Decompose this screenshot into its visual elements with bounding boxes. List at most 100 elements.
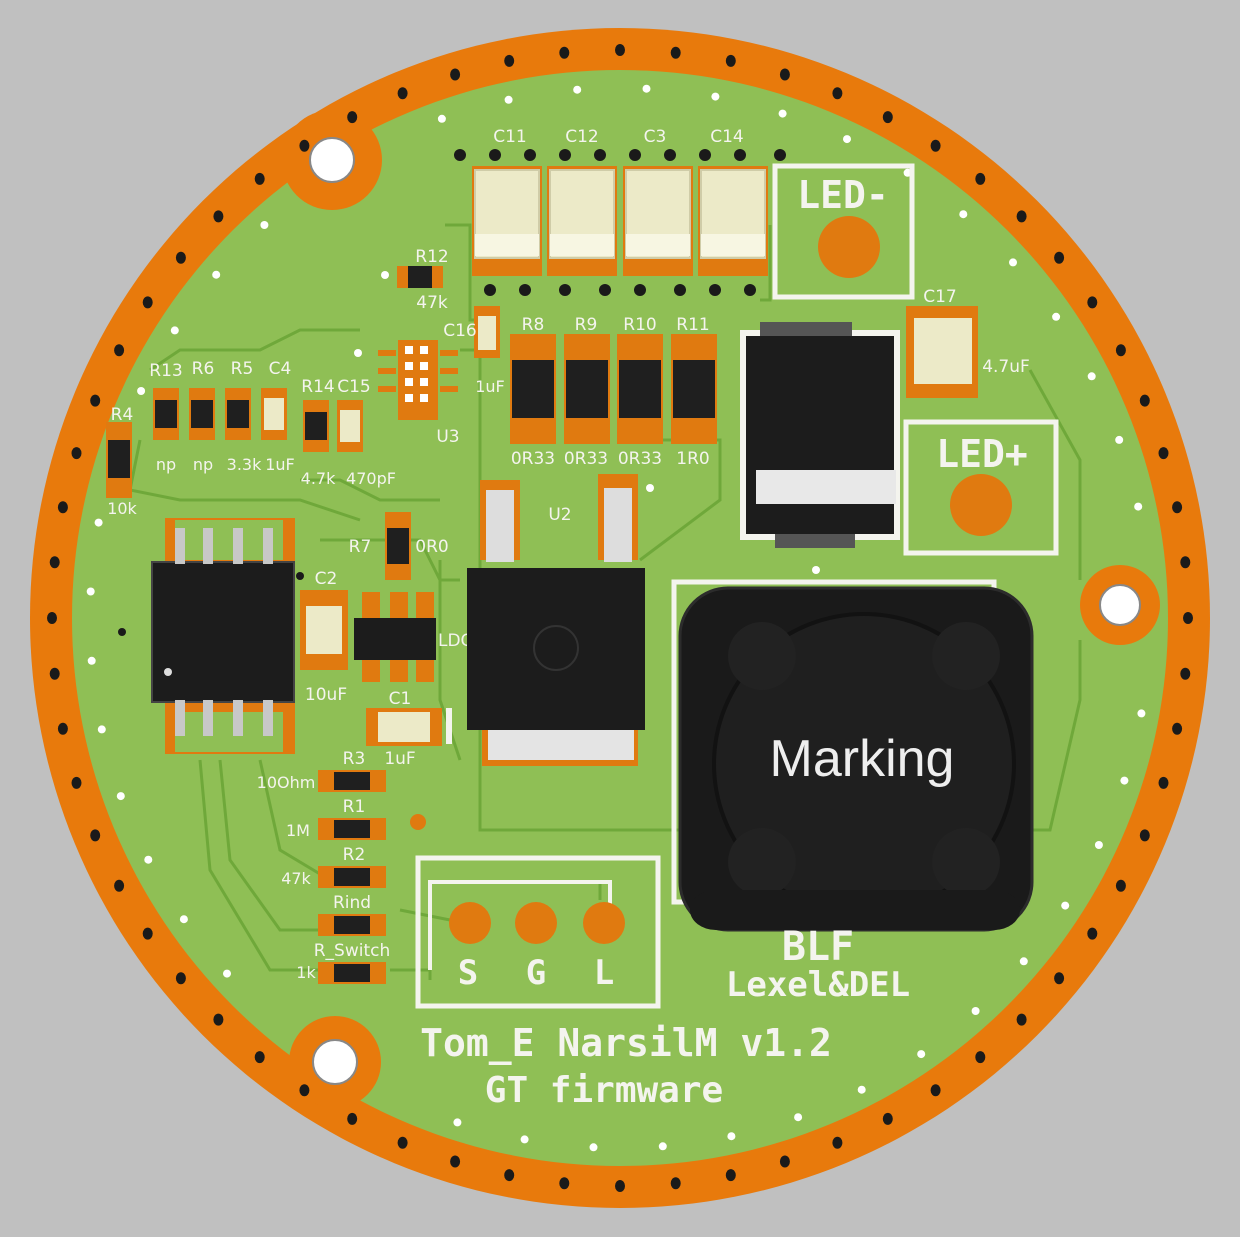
r4-resistor — [106, 422, 132, 498]
ring-via — [975, 172, 986, 185]
inner-via — [843, 135, 851, 144]
label-rind: Rind — [333, 893, 371, 913]
inner-via — [959, 210, 968, 219]
ring-via — [1180, 667, 1191, 680]
ring-via — [175, 251, 186, 264]
ring-via — [559, 1177, 570, 1190]
c2-capacitor — [300, 590, 348, 670]
ring-via — [90, 829, 101, 842]
r2-resistor — [318, 866, 386, 888]
led-minus-pad[interactable] — [772, 163, 915, 300]
label-c15-value: 470pF — [346, 469, 396, 488]
bulk-capacitor — [472, 166, 542, 276]
ring-via — [299, 139, 310, 152]
label-r6: R6 — [192, 359, 215, 379]
switch-pad-g[interactable] — [515, 902, 557, 944]
cap-via — [599, 284, 611, 296]
switch-pad-s[interactable] — [449, 902, 491, 944]
label-r3: R3 — [343, 749, 366, 769]
cap-via — [634, 284, 646, 296]
cap-via — [664, 149, 676, 161]
ring-via — [213, 1013, 224, 1026]
cap-via — [484, 284, 496, 296]
label-r-switch: R_Switch — [314, 941, 391, 961]
ring-via — [1016, 210, 1027, 223]
label-r1: R1 — [343, 797, 366, 817]
label-c4-value: 1uF — [265, 455, 295, 474]
inner-via — [1115, 435, 1124, 444]
ring-via — [71, 447, 82, 460]
r3-resistor — [318, 770, 386, 792]
ring-via — [930, 1084, 941, 1097]
via-dot — [646, 484, 654, 492]
r14-resistor — [303, 400, 329, 452]
sense-resistors — [510, 334, 717, 444]
ring-via — [725, 54, 736, 67]
ring-via — [670, 46, 681, 59]
led-plus-pad[interactable] — [903, 419, 1059, 556]
inductor-marking: Marking — [770, 730, 955, 788]
label-r7: R7 — [349, 537, 372, 557]
ring-via — [347, 1112, 358, 1125]
inner-via — [727, 1132, 736, 1141]
ring-via — [49, 667, 60, 680]
ring-via — [504, 1169, 515, 1182]
inner-via — [520, 1135, 529, 1144]
inner-via — [971, 1007, 980, 1015]
inner-via — [1094, 841, 1103, 849]
label-r5-value: 3.3k — [227, 455, 262, 474]
label-u3: U3 — [436, 427, 459, 447]
label-r1-value: 1M — [286, 821, 310, 840]
switch-connector — [415, 855, 661, 1009]
ring-via — [71, 776, 82, 789]
label-r11-value: 1R0 — [676, 449, 709, 469]
inner-via — [212, 270, 221, 279]
c1-capacitor — [366, 708, 452, 746]
inner-via — [1134, 502, 1143, 511]
inner-via — [711, 92, 720, 101]
ring-via — [254, 1051, 265, 1064]
inner-via — [1061, 901, 1070, 910]
bulk-capacitor — [623, 166, 693, 276]
switch-pad-l[interactable] — [583, 902, 625, 944]
ring-via — [1158, 776, 1169, 789]
label-r10-value: 0R33 — [618, 449, 662, 469]
ring-via — [1172, 722, 1183, 735]
ring-vias — [47, 44, 1193, 1192]
label-c2: C2 — [315, 569, 338, 589]
mounting-hole-top-left — [282, 110, 382, 210]
inner-via — [170, 326, 179, 335]
r5-resistor — [225, 388, 251, 440]
cap-via — [489, 149, 501, 161]
inner-via — [144, 855, 153, 864]
label-r12-value: 47k — [416, 293, 448, 313]
ring-via — [397, 87, 408, 100]
label-r2-value: 47k — [281, 869, 311, 888]
inner-via — [642, 84, 651, 93]
label-c2-value: 10uF — [305, 685, 347, 705]
label-c16: C16 — [443, 321, 477, 341]
test-pad — [410, 814, 426, 830]
ring-via — [49, 556, 60, 569]
ring-via — [930, 139, 941, 152]
inner-via — [1137, 709, 1146, 718]
label-c11: C11 — [493, 127, 527, 147]
ring-via — [90, 394, 101, 407]
ring-via — [1087, 927, 1098, 940]
via-dot — [296, 572, 304, 580]
ring-via — [1183, 612, 1193, 624]
sense-resistor — [564, 334, 610, 444]
ring-via — [1139, 829, 1150, 842]
label-c1: C1 — [389, 689, 412, 709]
cap-via — [524, 149, 536, 161]
inner-via — [573, 85, 582, 94]
sense-resistor — [617, 334, 663, 444]
label-r7-value: 0R0 — [415, 537, 448, 557]
ring-via — [1115, 344, 1126, 357]
label-r5: R5 — [231, 359, 254, 379]
label-r-switch-value: 1k — [296, 963, 316, 982]
switch-label-l: L — [594, 953, 614, 993]
ring-via — [1172, 501, 1183, 514]
bulk-capacitor — [698, 166, 768, 276]
